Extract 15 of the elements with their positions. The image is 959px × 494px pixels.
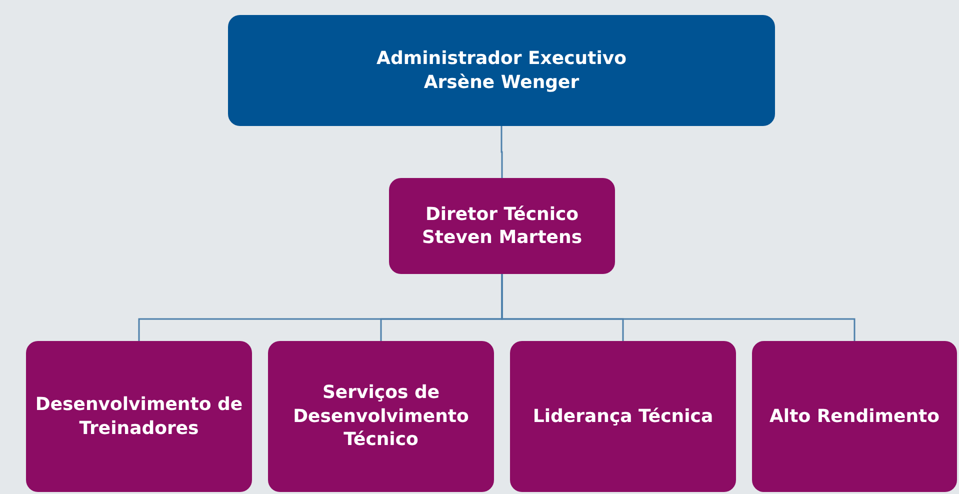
role-title: Administrador Executivo (376, 47, 626, 70)
org-box (26, 341, 252, 492)
org-box (752, 341, 957, 492)
role-title: Liderança Técnica (532, 404, 714, 428)
role-title: Alto Rendimento (769, 404, 940, 428)
executive-box (228, 15, 775, 126)
role-title: Serviços de Desenvolvimento Técnico (292, 381, 470, 452)
connector-line (500, 126, 503, 178)
org-box (510, 341, 736, 492)
person-name: Steven Martens (422, 226, 582, 250)
org-box (268, 341, 494, 492)
person-name: Arsène Wenger (424, 70, 580, 94)
role-title: Diretor Técnico (425, 202, 579, 226)
role-title: Desenvolvimento de Treinadores (34, 393, 244, 440)
org-box (389, 178, 615, 274)
